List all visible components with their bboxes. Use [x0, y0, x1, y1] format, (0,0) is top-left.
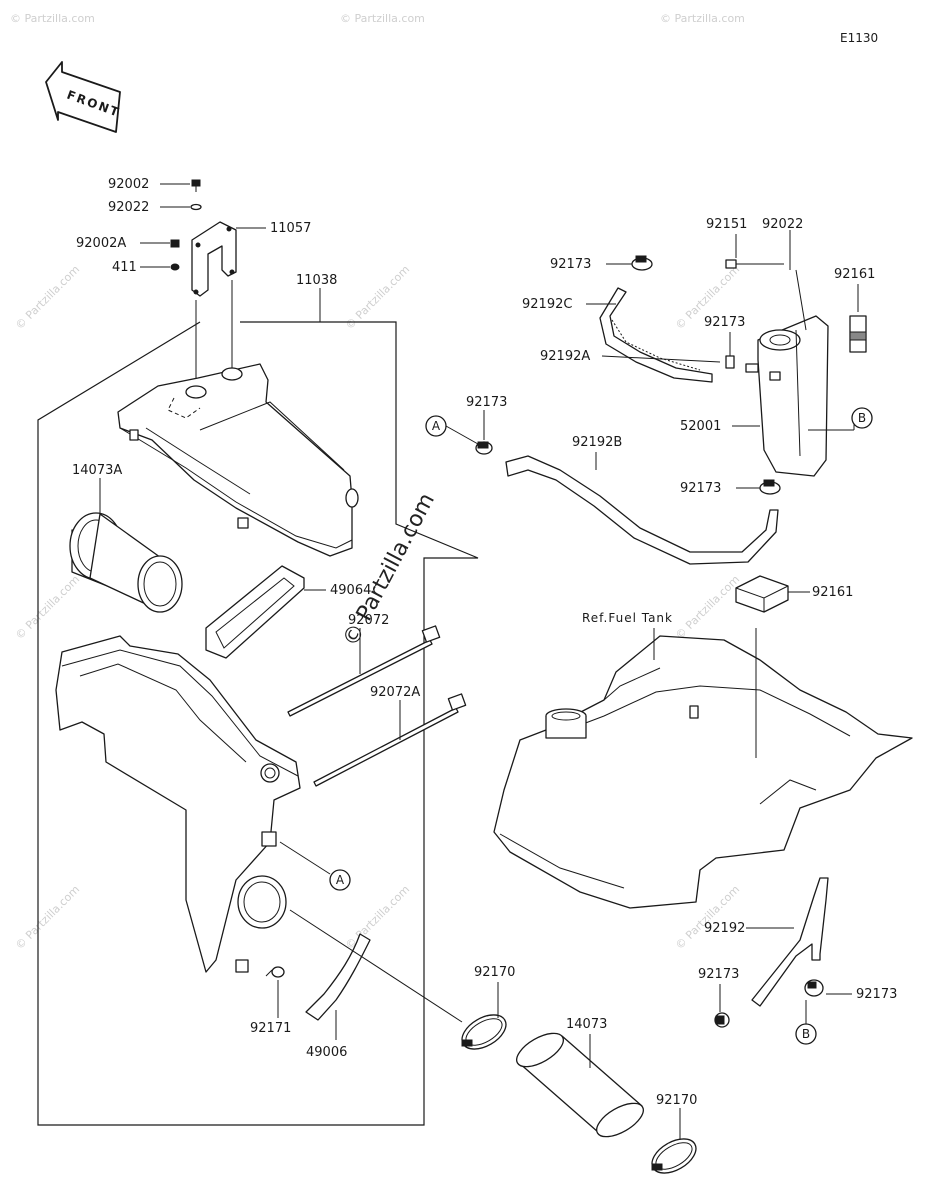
- part-label-92192B: 92192B: [572, 435, 622, 450]
- intake-duct-14073: [516, 1032, 644, 1138]
- leader-lines: [99, 183, 859, 1140]
- part-label-11057: 11057: [270, 221, 311, 236]
- filter-element-14073A: [69, 512, 183, 613]
- fuel-tank-reference-label: Ref.Fuel Tank: [582, 611, 673, 625]
- clamp-92170-lower: [651, 1138, 697, 1174]
- part-label-92002: 92002: [108, 177, 149, 192]
- svg-text:A: A: [432, 419, 441, 433]
- part-label-411: 411: [112, 260, 137, 275]
- part-label-52001: 52001: [680, 419, 721, 434]
- clamp-92173-left: [475, 441, 493, 455]
- clamp-92173-mid: [725, 355, 735, 369]
- svg-text:© Partzilla.com: © Partzilla.com: [673, 573, 742, 642]
- part-label-92192A: 92192A: [540, 349, 590, 364]
- svg-text:© Partzilla.com: © Partzilla.com: [340, 12, 425, 25]
- gasket-49064: [205, 565, 305, 659]
- clamp-92173-br1: [714, 1012, 730, 1028]
- svg-text:© Partzilla.com: © Partzilla.com: [10, 12, 95, 25]
- drain-hose-49006: [305, 933, 371, 1021]
- part-label-92173-top: 92173: [550, 257, 591, 272]
- callout-a-upper: A: [425, 415, 447, 437]
- part-label-92161-lower: 92161: [812, 585, 853, 600]
- cable-tie-92072: [287, 625, 441, 717]
- svg-text:© Partzilla.com: © Partzilla.com: [13, 883, 82, 952]
- part-label-14073: 14073: [566, 1017, 607, 1032]
- front-arrow-icon: FRONT: [45, 61, 122, 133]
- hose-92192B: [505, 455, 779, 565]
- svg-text:© Partzilla.com: © Partzilla.com: [660, 12, 745, 25]
- part-label-92151: 92151: [706, 217, 747, 232]
- bolt-92002: [191, 179, 201, 192]
- air-cleaner-upper-case: [117, 363, 359, 557]
- part-label-11038: 11038: [296, 273, 337, 288]
- diagram-code: E1130: [840, 31, 878, 45]
- clamp-92173-top: [631, 255, 653, 271]
- part-label-92173-lower: 92173: [680, 481, 721, 496]
- part-label-92173-left: 92173: [466, 395, 507, 410]
- callout-b-upper: B: [851, 407, 873, 429]
- svg-text:© Partzilla.com: © Partzilla.com: [13, 263, 82, 332]
- part-label-92173-br2: 92173: [856, 987, 897, 1002]
- part-label-92161-upper: 92161: [834, 267, 875, 282]
- part-label-92192C: 92192C: [522, 297, 572, 312]
- svg-text:© Partzilla.com: © Partzilla.com: [13, 573, 82, 642]
- clamp-92171: [265, 966, 285, 978]
- fuel-tank-reference: [493, 635, 913, 909]
- clamp-92170-upper: [461, 1014, 507, 1050]
- part-label-92170-upper: 92170: [474, 965, 515, 980]
- part-label-92170-lower: 92170: [656, 1093, 697, 1108]
- svg-text:B: B: [802, 1027, 810, 1041]
- air-cleaner-lower-case: [55, 635, 301, 973]
- clamp-92173-br2: [804, 979, 824, 997]
- part-label-14073A: 14073A: [72, 463, 122, 478]
- part-label-92072A: 92072A: [370, 685, 420, 700]
- callout-b-lower: B: [795, 1023, 817, 1045]
- part-label-92072: 92072: [348, 613, 389, 628]
- bolt-92002A: [170, 239, 180, 248]
- part-label-92171: 92171: [250, 1021, 291, 1036]
- part-label-92192: 92192: [704, 921, 745, 936]
- callout-a-lower: A: [329, 869, 351, 891]
- bolt-92151: [725, 259, 737, 269]
- clamp-92173-lower: [759, 479, 781, 495]
- washer-92022: [190, 203, 202, 211]
- part-label-92022-canister: 92022: [762, 217, 803, 232]
- pad-92161-lower: [735, 575, 789, 613]
- nut-411: [170, 263, 180, 271]
- air-cleaner-group-frame: [37, 321, 479, 1126]
- part-label-92173-mid: 92173: [704, 315, 745, 330]
- svg-text:© Partzilla.com: © Partzilla.com: [343, 883, 412, 952]
- svg-text:B: B: [858, 411, 866, 425]
- part-label-49006: 49006: [306, 1045, 347, 1060]
- bracket-11057: [191, 221, 237, 297]
- cable-tie-92072A: [313, 693, 467, 787]
- svg-text:A: A: [336, 873, 345, 887]
- canister-52001: [745, 315, 829, 477]
- part-label-49064: 49064: [330, 583, 371, 598]
- part-label-92173-br1: 92173: [698, 967, 739, 982]
- part-label-92002A: 92002A: [76, 236, 126, 251]
- hose-92192: [751, 877, 829, 1007]
- part-label-92022: 92022: [108, 200, 149, 215]
- hose-92192C: [599, 287, 713, 383]
